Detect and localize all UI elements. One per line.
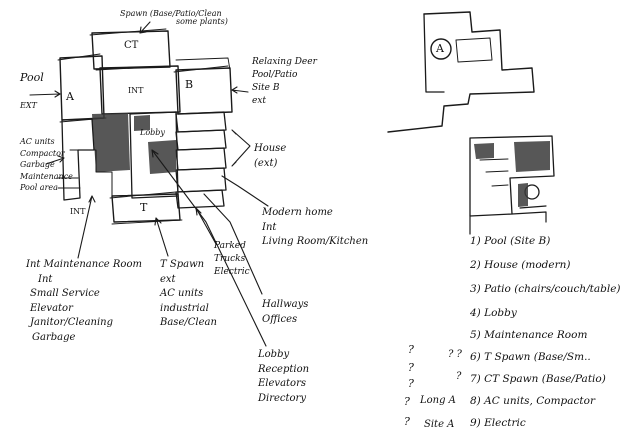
question-prefix-6: ? ? (448, 349, 462, 360)
annotation-int-maintenance: Int Maintenance Room Int Small Service E… (26, 258, 142, 345)
room-t-outline (109, 191, 183, 225)
room-label-ct: CT (124, 40, 139, 51)
annotation-house-line2: (ext) (254, 157, 278, 169)
legend-item-5: 5) Maintenance Room (470, 329, 588, 341)
maintenance-corridor-outline (57, 118, 113, 201)
legend-item-9: 9) Electric (470, 417, 526, 429)
annotation-modern-home-line2: Int (262, 221, 277, 233)
house-blocks-outline (175, 111, 227, 209)
annotation-t-spawn-line2: ext (160, 273, 176, 285)
annotation-house: House (ext) (254, 142, 286, 171)
annotation-pool-line1: Pool (20, 71, 44, 84)
annotation-hallways: Hallways Offices (262, 298, 308, 327)
annotation-parked: Parked Trucks Electric (214, 240, 250, 279)
annotation-pool: Pool EXT (20, 72, 44, 110)
legend-item-1: 1) Pool (Site B) (470, 235, 551, 247)
annotation-ac-units-line2: Compactor (20, 148, 65, 158)
annotation-modern-home-line1: Modern home (262, 207, 333, 218)
inset-site-label: A (436, 42, 444, 55)
room-b-outline (173, 57, 233, 115)
annotation-lobby-block: Lobby Reception Elevators Directory (258, 348, 309, 406)
annotation-int-maintenance-line3: Small Service (30, 288, 100, 299)
annotation-pool-line2: EXT (20, 100, 37, 110)
note-site-a: Site A (424, 419, 455, 430)
annotation-int-maintenance-line4: Elevator (30, 302, 73, 314)
room-label-int: INT (128, 86, 144, 95)
map-arrows (29, 21, 269, 347)
legend-item-7: 7) CT Spawn (Base/Patio) (470, 373, 606, 385)
legend-item-3: 3) Patio (chairs/couch/table) (470, 283, 621, 295)
floorplan-sketch (29, 11, 555, 347)
room-label-a: A (66, 90, 74, 103)
annotation-t-spawn-line4: industrial (160, 302, 209, 314)
annotation-relaxing-line4: ext (252, 96, 267, 107)
annotation-hallways-line2: Offices (262, 313, 298, 325)
annotation-lobby-block-line1: Lobby (258, 349, 290, 360)
annotation-int-maintenance-line5: Janitor/Cleaning (30, 317, 114, 328)
annotation-relaxing-line3: Site B (252, 83, 280, 94)
legend-item-8: 8) AC units, Compactor (470, 395, 595, 407)
annotation-modern-home: Modern home Int Living Room/Kitchen (262, 206, 368, 250)
room-label-b: B (185, 78, 194, 91)
annotation-ac-units-line3: Garbage (20, 160, 55, 170)
annotation-lobby-block-line3: Elevators (258, 378, 306, 389)
inset-map (387, 11, 555, 235)
annotation-relaxing-line1: Relaxing Deer (252, 57, 317, 67)
question-marker-4: ? (404, 395, 410, 408)
room-label-int-small: INT (70, 207, 86, 216)
annotation-t-spawn: T Spawn ext AC units industrial Base/Cle… (160, 258, 217, 331)
main-map (29, 21, 269, 347)
room-label-lobby: Lobby (140, 128, 165, 137)
annotation-house-line1: House (254, 143, 287, 154)
room-a-outline (57, 53, 107, 123)
annotation-spawn-top-line2: some plants) (176, 17, 228, 27)
annotation-int-maintenance-line2: Int (38, 273, 53, 285)
question-prefix-7: ? (456, 371, 462, 382)
note-long-a: Long A (420, 395, 456, 406)
annotation-lobby-block-line2: Reception (258, 363, 310, 375)
question-marker-2: ? (408, 361, 414, 374)
annotation-hallways-line1: Hallways (262, 299, 309, 310)
annotation-lobby-block-line4: Directory (258, 392, 306, 404)
question-marker-5: ? (404, 415, 410, 428)
lobby-area-outline (92, 111, 179, 199)
annotation-modern-home-line3: Living Room/Kitchen (262, 236, 369, 247)
annotation-parked-line2: Trucks (214, 254, 246, 265)
annotation-t-spawn-line5: Base/Clean (160, 317, 217, 328)
annotation-spawn-top: Spawn (Base/Patio/Clean some plants) (120, 9, 228, 27)
annotation-ac-units-line4: Maintenance (20, 171, 73, 181)
sketch-page: CT A INT B Lobby T INT Spawn (Base/Patio… (20, 9, 621, 430)
annotation-spawn-top-line1: Spawn (Base/Patio/Clean (120, 9, 222, 18)
annotation-ac-units: AC units Compactor Garbage Maintenance P… (20, 136, 73, 194)
annotation-int-maintenance-line1: Int Maintenance Room (26, 259, 142, 270)
legend-item-6: 6) T Spawn (Base/Sm.. (470, 351, 591, 363)
annotation-t-spawn-line1: T Spawn (160, 259, 205, 270)
question-marker-1: ? (408, 343, 414, 356)
annotation-relaxing: Relaxing Deer Pool/Patio Site B ext (252, 56, 317, 108)
annotation-relaxing-line2: Pool/Patio (252, 70, 298, 81)
annotation-ac-units-line5: Pool area (20, 183, 58, 193)
annotation-int-maintenance-line6: Garbage (32, 331, 76, 343)
annotation-parked-line1: Parked (214, 241, 246, 251)
question-marker-3: ? (408, 377, 414, 390)
annotation-ac-units-line1: AC units (20, 137, 55, 146)
annotation-t-spawn-line3: AC units (160, 288, 204, 299)
legend-item-4: 4) Lobby (470, 307, 517, 319)
legend-item-2: 2) House (modern) (470, 259, 571, 271)
room-int-outline (99, 65, 181, 115)
room-label-t: T (140, 201, 148, 214)
annotation-parked-line3: Electric (214, 267, 250, 278)
